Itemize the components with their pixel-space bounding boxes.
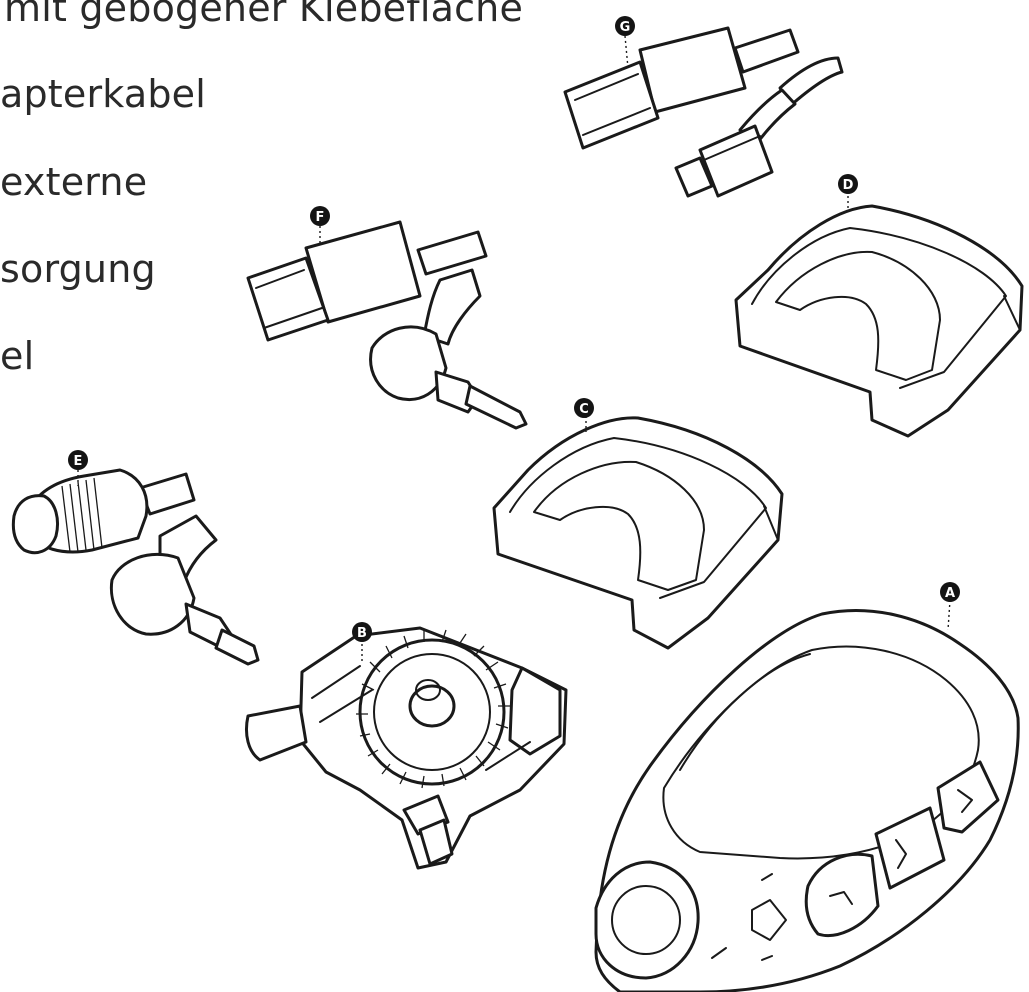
badge-d: D (838, 174, 858, 194)
usb-micro-cable-g (563, 26, 844, 198)
svg-text:B: B (357, 626, 367, 641)
u-mount-d (734, 196, 1024, 438)
text-line-3: externe (0, 160, 148, 204)
u-mount-c (492, 416, 784, 650)
camera-a (594, 599, 1020, 992)
badge-c: C (574, 398, 594, 418)
svg-text:G: G (620, 20, 631, 35)
svg-text:D: D (843, 178, 854, 193)
badge-b: B (352, 622, 372, 642)
badge-e: E (68, 450, 88, 470)
badge-f: F (310, 206, 330, 226)
badge-a: A (940, 582, 960, 602)
text-line-5: el (0, 334, 35, 378)
jack-adapter-e (11, 468, 260, 666)
svg-text:F: F (316, 210, 325, 225)
text-line-4: sorgung (0, 247, 156, 291)
badge-g: G (615, 16, 635, 36)
svg-text:E: E (74, 454, 83, 469)
text-line-2: apterkabel (0, 72, 206, 116)
mount-plate-b (245, 626, 568, 870)
usb-jack-cable-f (246, 220, 528, 430)
svg-text:C: C (579, 402, 589, 417)
text-line-1: mit gebogener Klebefläche (4, 0, 524, 30)
svg-text:A: A (945, 586, 955, 601)
